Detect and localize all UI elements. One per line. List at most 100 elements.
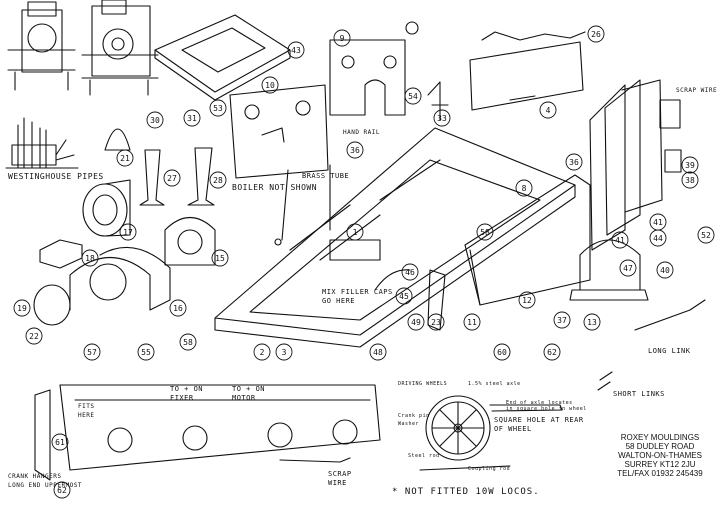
svg-text:57: 57	[87, 348, 97, 357]
svg-text:3: 3	[282, 348, 287, 357]
svg-text:62: 62	[547, 348, 557, 357]
part-13-firebox	[569, 239, 649, 301]
part-19-disc	[33, 284, 71, 326]
svg-text:1: 1	[353, 228, 358, 237]
label-brass-tube: BRASS TUBE	[302, 172, 350, 180]
svg-text:26: 26	[591, 30, 601, 39]
part-17-smokebox	[82, 179, 131, 237]
svg-text:21: 21	[120, 154, 130, 163]
address-line: WALTON-ON-THAMES	[618, 451, 702, 460]
label-steel-rod: Steel rod	[408, 453, 440, 459]
footnote: * NOT FITTED 10W LOCOS.	[392, 487, 540, 497]
svg-text:27: 27	[167, 174, 177, 183]
svg-text:10: 10	[265, 81, 275, 90]
address-line: 58 DUDLEY ROAD	[625, 442, 695, 451]
part-9-cab-front	[329, 39, 406, 116]
svg-text:4: 4	[546, 106, 551, 115]
part-27-chimney	[139, 149, 165, 206]
svg-text:19: 19	[17, 304, 27, 313]
label-to-fit-on-fixer: TO + ON FIXER	[170, 385, 204, 402]
svg-text:36: 36	[569, 158, 579, 167]
part-16-saddle-large	[69, 246, 171, 311]
svg-text:41: 41	[615, 236, 625, 245]
driving-wheel-detail	[419, 395, 563, 471]
long-link	[634, 299, 706, 331]
part-15-saddle	[164, 216, 216, 266]
svg-text:38: 38	[685, 176, 695, 185]
address-line: ROXEY MOULDINGS	[620, 433, 700, 442]
label-steel-axle: 1.5% steel axle	[468, 381, 521, 387]
svg-text:44: 44	[653, 234, 663, 243]
svg-text:55: 55	[141, 348, 151, 357]
part-26-strip	[481, 31, 586, 41]
label-westinghouse-pipes: WESTINGHOUSE PIPES	[8, 172, 104, 181]
scrap-wire-rod	[279, 457, 351, 463]
svg-text:43: 43	[291, 46, 301, 55]
svg-text:40: 40	[660, 266, 670, 275]
part-10-backhead	[229, 84, 329, 179]
svg-text:60: 60	[497, 348, 507, 357]
loco-front-view-right	[81, 0, 159, 96]
svg-text:31: 31	[187, 114, 197, 123]
short-links	[597, 371, 613, 391]
svg-text:28: 28	[213, 176, 223, 185]
svg-text:58: 58	[183, 338, 193, 347]
svg-text:62: 62	[57, 486, 67, 495]
svg-text:12: 12	[522, 296, 532, 305]
svg-text:8: 8	[522, 184, 527, 193]
label-long-link: LONG LINK	[648, 347, 691, 355]
label-crank-hangers: CRANK HANGERS LONG END UPPERMOST	[8, 473, 83, 489]
part-18-block	[39, 239, 83, 269]
label-coupling-rod: Coupling rod	[468, 466, 511, 472]
part-28-dome	[187, 147, 215, 206]
label-scrap-wire-bottom: SCRAP WIRE	[328, 470, 352, 487]
svg-text:23: 23	[431, 318, 441, 327]
svg-text:58: 58	[480, 228, 490, 237]
label-square-hole: SQUARE HOLE AT REAR OF WHEEL	[494, 416, 584, 433]
label-scrap-wire-top: SCRAP WIRE	[676, 87, 718, 94]
label-end-of-axle: End of axle locates in square hole in wh…	[506, 400, 587, 412]
svg-text:22: 22	[29, 332, 39, 341]
westinghouse-pipes	[5, 117, 79, 169]
svg-text:15: 15	[215, 254, 225, 263]
callout-numbers: 43 9 10 26 4 30 31 53 21 27 28 36 54 33 …	[17, 30, 711, 495]
svg-text:16: 16	[173, 304, 183, 313]
svg-text:45: 45	[399, 292, 409, 301]
label-boiler-not-shown: BOILER NOT SHOWN	[232, 183, 318, 192]
svg-text:41: 41	[653, 218, 663, 227]
label-crank-pin: Crank pin	[398, 413, 430, 419]
label-washer: Washer	[398, 421, 420, 427]
label-driving-wheels: DRIVING WHEELS	[398, 381, 448, 387]
svg-text:9: 9	[340, 34, 345, 43]
address-line: TEL/FAX 01932 245439	[617, 469, 703, 478]
svg-text:37: 37	[557, 316, 567, 325]
svg-text:52: 52	[701, 231, 711, 240]
label-to-fit-on-motor: TO + ON MOTOR	[232, 385, 266, 402]
svg-text:46: 46	[405, 268, 415, 277]
part-6-8-cab-sides	[589, 79, 663, 251]
label-short-links: SHORT LINKS	[613, 390, 665, 398]
part-1-footplate	[214, 127, 576, 348]
part-21-dome	[104, 128, 131, 151]
svg-text:49: 49	[411, 318, 421, 327]
loco-front-view-left	[7, 1, 76, 91]
part-5-tank-side	[464, 174, 591, 306]
misc-small-parts	[274, 21, 682, 331]
svg-text:48: 48	[373, 348, 383, 357]
svg-text:33: 33	[437, 114, 447, 123]
svg-text:17: 17	[123, 228, 133, 237]
svg-text:13: 13	[587, 318, 597, 327]
svg-text:30: 30	[150, 116, 160, 125]
svg-text:61: 61	[55, 438, 65, 447]
chassis-frame	[34, 384, 381, 481]
label-hand-rail: HAND RAIL	[343, 129, 381, 136]
svg-text:53: 53	[213, 104, 223, 113]
label-filler-caps: MIX FILLER CAPS GO HERE	[322, 288, 393, 305]
svg-text:36: 36	[350, 146, 360, 155]
callout-circles	[13, 25, 715, 499]
part-4-tank-top	[469, 41, 584, 111]
maker-address-block: ROXEY MOULDINGS 58 DUDLEY ROAD WALTON-ON…	[605, 433, 715, 478]
address-line: SURREY KT12 2JU	[624, 460, 696, 469]
svg-text:39: 39	[685, 161, 695, 170]
